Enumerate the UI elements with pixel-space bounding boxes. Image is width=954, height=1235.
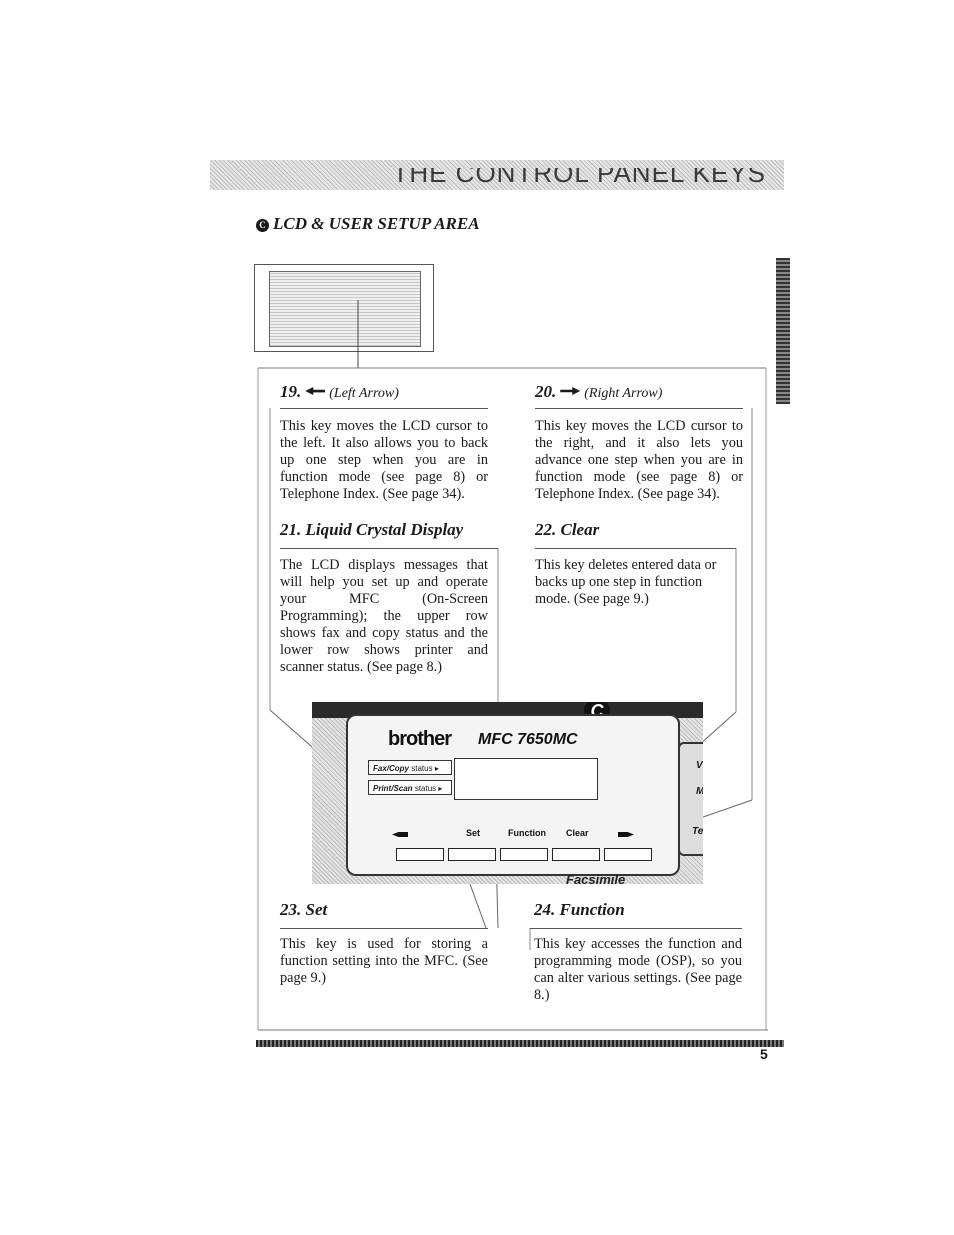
model-name: MFC 7650MC xyxy=(478,731,578,748)
key-21-body: The LCD displays messages that will help… xyxy=(280,557,488,675)
page-number: 5 xyxy=(760,1046,768,1062)
key-20-heading: 20. (Right Arrow) xyxy=(535,382,662,402)
panel-clear-label: Clear xyxy=(566,828,589,838)
key-23-rule xyxy=(280,928,488,929)
key-23-body: This key is used for storing a function … xyxy=(280,936,488,986)
key-24-heading: 24. Function xyxy=(534,900,625,920)
clear-key[interactable] xyxy=(552,848,600,861)
panel-side-v: V xyxy=(696,760,703,771)
key-22-title: Clear xyxy=(560,520,600,539)
print-scan-status-label: Print/Scan status ▸ xyxy=(368,780,452,795)
key-19-heading: 19. (Left Arrow) xyxy=(280,382,399,402)
machine-thumbnail xyxy=(254,264,434,352)
section-bullet-icon: C xyxy=(256,219,269,232)
control-panel-illustration: C brother MFC 7650MC Fax/Copy status ▸ P… xyxy=(312,702,703,884)
fax-copy-label: Fax/Copy xyxy=(373,764,410,773)
set-key[interactable] xyxy=(448,848,496,861)
panel-left-arrow-icon xyxy=(392,832,408,837)
key-20-body: This key moves the LCD cursor to the rig… xyxy=(535,418,743,502)
header-bar: THE CONTROL PANEL KEYS xyxy=(210,160,784,190)
panel-set-label: Set xyxy=(466,828,481,838)
key-20-rule xyxy=(535,408,743,409)
panel-right-arrow-icon xyxy=(618,832,634,837)
panel-side-m: M xyxy=(696,786,703,797)
key-24-number: 24. xyxy=(534,900,556,919)
print-scan-status-word: status xyxy=(414,784,437,793)
key-20-number: 20. xyxy=(535,382,557,401)
key-22-rule xyxy=(535,548,736,549)
key-19-number: 19. xyxy=(280,382,302,401)
key-21-title: Liquid Crystal Display xyxy=(305,520,464,539)
machine-thumbnail-image xyxy=(269,271,421,347)
right-arrow-key[interactable] xyxy=(604,848,652,861)
footer-bar xyxy=(256,1040,784,1047)
key-23-number: 23. xyxy=(280,900,302,919)
key-19-subtitle: (Left Arrow) xyxy=(329,386,399,401)
key-22-heading: 22. Clear xyxy=(535,520,599,540)
key-23-heading: 23. Set xyxy=(280,900,327,920)
brand-logo: brother xyxy=(388,728,452,750)
function-key[interactable] xyxy=(500,848,548,861)
key-24-rule xyxy=(530,928,742,929)
key-24-body: This key accesses the function and progr… xyxy=(534,936,742,1003)
facsimile-label: Facsimile xyxy=(566,872,626,884)
left-arrow-key[interactable] xyxy=(396,848,444,861)
left-arrow-icon xyxy=(305,387,326,395)
key-22-body: This key deletes entered data or backs u… xyxy=(535,557,717,607)
key-20-subtitle: (Right Arrow) xyxy=(584,386,663,401)
key-21-number: 21. xyxy=(280,520,302,539)
panel-side-tel: Tel xyxy=(692,826,703,837)
key-22-number: 22. xyxy=(535,520,557,539)
key-19-body: This key moves the LCD cursor to the lef… xyxy=(280,418,488,502)
key-21-rule xyxy=(280,548,498,549)
key-19-rule xyxy=(280,408,488,409)
panel-face: brother MFC 7650MC Fax/Copy status ▸ Pri… xyxy=(346,714,680,876)
section-title-text: LCD & USER SETUP AREA xyxy=(273,214,480,233)
section-title: C LCD & USER SETUP AREA xyxy=(256,214,480,234)
lcd-display xyxy=(454,758,598,800)
key-24-title: Function xyxy=(559,900,625,919)
panel-right-section xyxy=(678,742,703,856)
right-arrow-icon xyxy=(560,387,581,395)
header-title: THE CONTROL PANEL KEYS xyxy=(392,158,766,188)
panel-function-label: Function xyxy=(508,828,546,838)
fax-copy-status-word: status xyxy=(411,764,433,773)
chapter-tab xyxy=(776,258,790,404)
key-21-heading: 21. Liquid Crystal Display xyxy=(280,520,463,540)
key-23-title: Set xyxy=(305,900,328,919)
fax-copy-status-label: Fax/Copy status ▸ xyxy=(368,760,452,775)
print-scan-label: Print/Scan xyxy=(373,784,413,793)
